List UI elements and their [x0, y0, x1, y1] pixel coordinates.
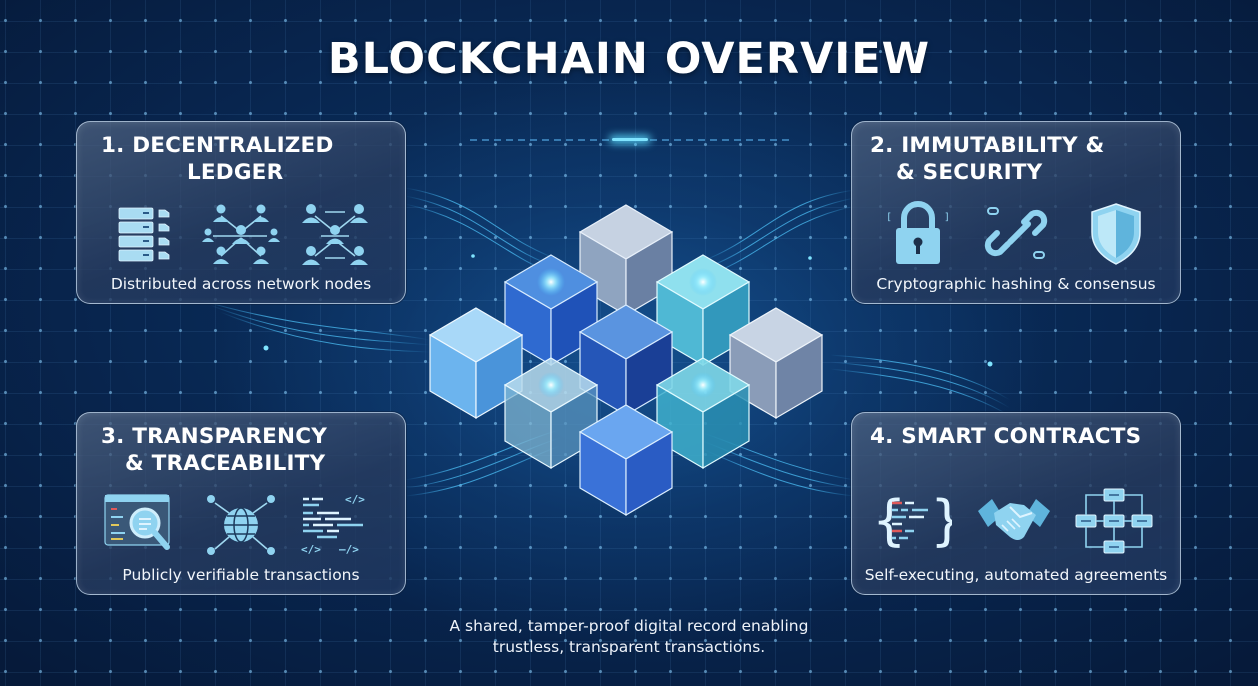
card-description: Self-executing, automated agreements	[864, 566, 1168, 584]
magnifier-browser-icon	[104, 494, 170, 550]
svg-text:{: {	[872, 489, 906, 552]
card-title: 4. SMART CONTRACTS	[870, 424, 1142, 449]
chain-link-icon	[984, 207, 1048, 259]
block-cube	[503, 357, 599, 470]
svg-text:}: }	[930, 489, 952, 552]
card-title: 1. DECENTRALIZED LEDGER	[101, 133, 334, 185]
code-braces-icon: { }	[872, 489, 952, 552]
block-cube	[578, 404, 674, 517]
card-title: 2. IMMUTABILITY & & SECURITY	[870, 133, 1105, 185]
svg-text:</>: </>	[345, 493, 365, 506]
code-lines-icon: </> </> —/>	[301, 493, 365, 556]
block-cube	[655, 357, 751, 470]
server-stack-icon	[118, 207, 170, 262]
card-title: 3. TRANSPARENCY & TRACEABILITY	[101, 424, 327, 476]
summary-caption: A shared, tamper-proof digital record en…	[449, 617, 809, 656]
hub-network-icon	[302, 204, 368, 265]
blockchain-cube-cluster	[428, 204, 824, 517]
handshake-icon	[978, 499, 1050, 540]
page-title: BLOCKCHAIN OVERVIEW	[327, 34, 931, 84]
flowchart-icon	[1075, 488, 1153, 554]
block-cube	[428, 307, 524, 420]
globe-network-icon	[207, 495, 275, 555]
padlock-icon: [ ]	[886, 201, 950, 264]
card-immutability-security: 2. IMMUTABILITY & & SECURITY [ ] Cryptog…	[851, 121, 1181, 304]
shield-icon	[1091, 203, 1141, 265]
card-description: Cryptographic hashing & consensus	[876, 275, 1156, 293]
peer-network-icon	[202, 204, 280, 264]
svg-text:[: [	[886, 212, 892, 223]
svg-text:—/>: —/>	[339, 543, 359, 556]
card-description: Publicly verifiable transactions	[122, 566, 360, 584]
card-transparency-traceability: 3. TRANSPARENCY & TRACEABILITY	[76, 412, 406, 595]
card-smart-contracts: 4. SMART CONTRACTS { }	[851, 412, 1181, 595]
title-divider-glow	[612, 138, 648, 141]
svg-text:</>: </>	[301, 543, 321, 556]
card-description: Distributed across network nodes	[110, 275, 372, 293]
card-decentralized-ledger: 1. DECENTRALIZED LEDGER	[76, 121, 406, 304]
svg-text:]: ]	[944, 212, 950, 223]
